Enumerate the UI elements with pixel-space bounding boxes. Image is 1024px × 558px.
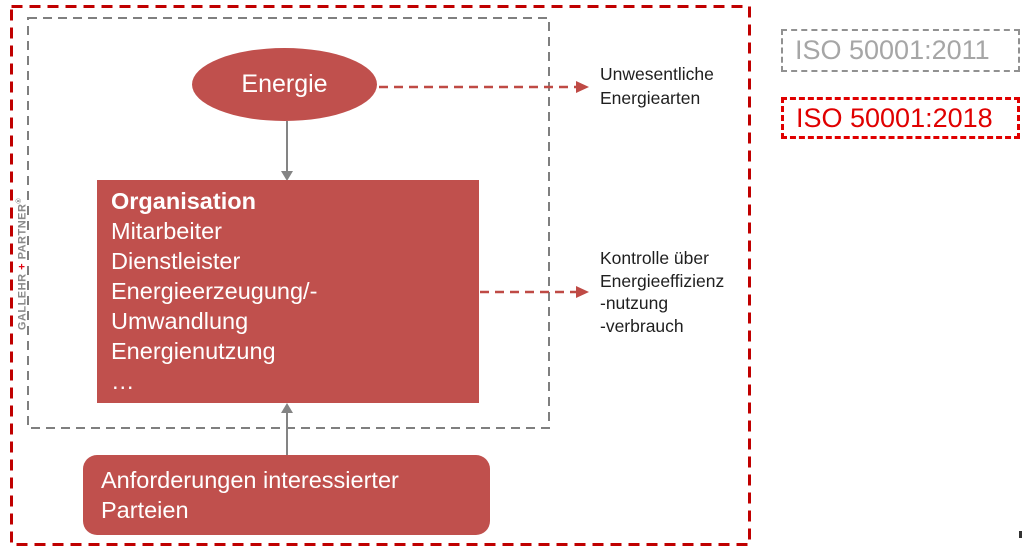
organisation-title: Organisation bbox=[111, 188, 256, 214]
energy-label: Energie bbox=[241, 70, 328, 98]
scope-2018-rect bbox=[10, 5, 751, 546]
control-label-line: -nutzung bbox=[600, 293, 669, 313]
logo-registered-mark: ® bbox=[16, 197, 23, 204]
legend-iso-2011-label: ISO 50001:2011 bbox=[795, 35, 990, 65]
requirements-to-organisation-arrowhead bbox=[281, 403, 293, 413]
energy-to-insignificant-arrowhead bbox=[576, 81, 589, 93]
energy-to-organisation-arrowhead bbox=[281, 171, 293, 181]
legend-iso-2018: ISO 50001:2018 bbox=[781, 97, 1020, 139]
control-label-line: Energieeffizienz bbox=[600, 270, 725, 291]
organisation-item: Energieerzeugung/- bbox=[111, 278, 318, 304]
requirements-box: Anforderungen interessierter Parteien bbox=[83, 455, 490, 535]
requirements-label: Anforderungen interessierter Parteien bbox=[101, 467, 399, 523]
energy-ellipse: Energie bbox=[192, 48, 377, 121]
control-label-line: -verbrauch bbox=[600, 315, 684, 336]
logo-name-left: GALLEHR bbox=[16, 273, 29, 331]
logo-plus-icon: + bbox=[16, 262, 29, 270]
scope-2011-rect bbox=[27, 17, 550, 429]
organisation-box: Organisation Mitarbeiter Dienstleister E… bbox=[97, 180, 479, 403]
control-label: Kontrolle über Energieeffizienz -nutzung… bbox=[600, 247, 760, 337]
legend-iso-2018-label: ISO 50001:2018 bbox=[796, 102, 993, 133]
insignificant-energy-label: Unwesentliche Energiearten bbox=[600, 64, 714, 108]
organisation-item: Energienutzung bbox=[111, 338, 276, 364]
legend-iso-2011: ISO 50001:2011 bbox=[781, 29, 1020, 72]
organisation-to-control-arrowhead bbox=[576, 286, 589, 298]
organisation-item: Mitarbeiter bbox=[111, 218, 223, 244]
gallehr-partner-logo: GALLEHR + PARTNER® bbox=[16, 194, 32, 334]
organisation-item: … bbox=[111, 368, 135, 394]
organisation-item: Umwandlung bbox=[111, 308, 249, 334]
control-label-line: Kontrolle über bbox=[600, 248, 709, 268]
organisation-item: Dienstleister bbox=[111, 248, 241, 274]
logo-name-right: PARTNER bbox=[16, 203, 29, 260]
stray-mark bbox=[1019, 531, 1022, 538]
